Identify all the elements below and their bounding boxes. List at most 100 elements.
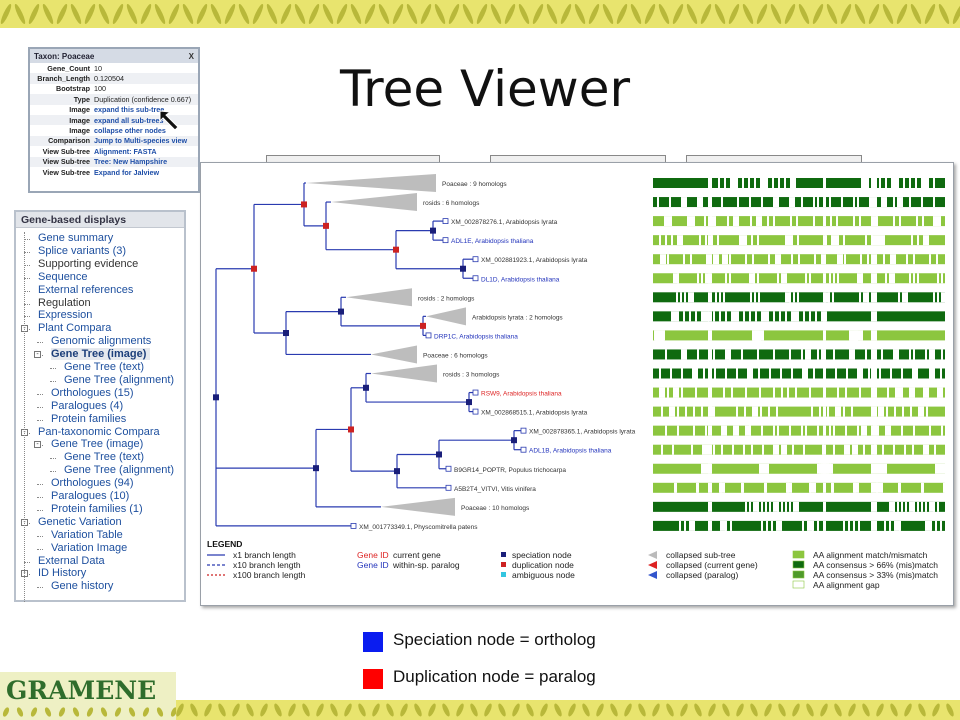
- leaf-node[interactable]: [520, 446, 527, 453]
- duplication-node[interactable]: [301, 201, 307, 208]
- tree-leaf-label[interactable]: Poaceae : 10 homologs: [461, 505, 530, 512]
- leaf-node[interactable]: [350, 522, 357, 529]
- gene-panel-item[interactable]: External Data: [38, 554, 105, 567]
- gene-panel-item[interactable]: External references: [38, 283, 134, 296]
- gene-panel-item[interactable]: Gene Tree (image): [51, 438, 144, 451]
- tree-leaf-label[interactable]: ADL1E, Arabidopsis thaliana: [451, 238, 534, 245]
- leaf-node[interactable]: [472, 275, 479, 282]
- gene-tree-image[interactable]: Poaceae : 9 homologs rosids : 6 homologsX…: [201, 163, 953, 605]
- taxon-row-link[interactable]: Tree: New Hampshire: [94, 157, 168, 167]
- speciation-node[interactable]: [213, 394, 219, 401]
- gene-panel-item[interactable]: Regulation: [38, 296, 91, 309]
- gene-panel-item[interactable]: Orthologues (15): [51, 386, 134, 399]
- tree-leaf-label[interactable]: XM_002868515.1, Arabidopsis lyrata: [481, 410, 588, 417]
- gene-panel-item[interactable]: Paralogues (10): [51, 490, 130, 502]
- gene-panel-item[interactable]: Expression: [38, 309, 93, 322]
- alignment-gap: [813, 197, 815, 208]
- alignment-gap: [759, 387, 761, 398]
- collapsed-subtree[interactable]: [371, 345, 417, 364]
- speciation-node[interactable]: [436, 451, 442, 458]
- tree-connector: [24, 290, 30, 292]
- collapsed-subtree[interactable]: [306, 174, 436, 192]
- taxon-row-link[interactable]: Expand for Jalview: [94, 167, 160, 177]
- leaf-node[interactable]: [472, 408, 479, 415]
- collapsed-subtree[interactable]: [426, 307, 466, 326]
- tree-leaf-label[interactable]: XM_001773349.1, Physcomitrella patens: [359, 524, 478, 531]
- gene-panel-item[interactable]: Supporting evidence: [38, 257, 139, 270]
- gene-panel-item[interactable]: Variation Table: [51, 528, 123, 541]
- gene-panel-item[interactable]: Protein families: [51, 412, 127, 425]
- speciation-node[interactable]: [511, 437, 517, 444]
- duplication-node[interactable]: [393, 246, 399, 253]
- collapsed-subtree[interactable]: [381, 497, 455, 516]
- gene-panel-item[interactable]: Splice variants (3): [38, 244, 127, 257]
- taxon-row-link[interactable]: expand this sub-tree: [94, 105, 165, 115]
- duplication-node[interactable]: [323, 222, 329, 229]
- close-icon[interactable]: X: [188, 51, 194, 61]
- taxon-row-link[interactable]: Alignment: FASTA: [94, 146, 157, 156]
- tree-leaf-label[interactable]: DL1D, Arabidopsis thaliana: [481, 276, 560, 283]
- alignment-gap: [705, 463, 707, 474]
- leaf-node[interactable]: [520, 427, 527, 434]
- gene-panel-item[interactable]: Protein families (1): [51, 502, 143, 515]
- speciation-node[interactable]: [460, 265, 466, 272]
- collapsed-subtree[interactable]: [331, 193, 417, 212]
- collapse-toggle-icon[interactable]: -: [34, 351, 41, 359]
- gene-panel-item[interactable]: Plant Compara: [38, 322, 112, 335]
- leaf-node[interactable]: [442, 237, 449, 244]
- tree-leaf-label[interactable]: rosids : 2 homologs: [418, 295, 475, 302]
- speciation-node[interactable]: [283, 330, 289, 337]
- gene-panel-item[interactable]: ID History: [38, 567, 87, 580]
- tree-leaf-label[interactable]: XM_002878276.1, Arabidopsis lyrata: [451, 219, 558, 226]
- collapsed-subtree[interactable]: [371, 364, 437, 383]
- gene-panel-item[interactable]: Gene Tree (image): [51, 348, 151, 361]
- leaf-node[interactable]: [445, 484, 452, 491]
- speciation-node[interactable]: [338, 308, 344, 315]
- tree-leaf-label[interactable]: Poaceae : 9 homologs: [442, 181, 507, 188]
- taxon-row-link[interactable]: Jump to Multi-species view: [94, 136, 188, 146]
- gene-panel-item[interactable]: Orthologues (94): [51, 477, 134, 490]
- duplication-node[interactable]: [348, 426, 354, 433]
- gene-panel-item[interactable]: Gene Tree (text): [64, 451, 145, 464]
- gene-panel-item[interactable]: Genomic alignments: [51, 335, 152, 348]
- tree-leaf-label[interactable]: XM_002878365.1, Arabidopsis lyrata: [529, 429, 636, 436]
- duplication-node[interactable]: [420, 322, 426, 329]
- gene-panel-item[interactable]: Pan-taxonomic Compara: [38, 425, 160, 438]
- tree-leaf-label[interactable]: B9GR14_POPTR, Populus trichocarpa: [454, 467, 566, 474]
- speciation-node[interactable]: [430, 227, 436, 234]
- collapse-toggle-icon[interactable]: -: [34, 441, 41, 449]
- tree-leaf-label[interactable]: RSW9, Arabidopsis thaliana: [481, 391, 562, 398]
- alignment-gap: [882, 444, 884, 455]
- speciation-node[interactable]: [466, 399, 472, 406]
- tree-leaf-label[interactable]: Poaceae : 6 homologs: [423, 352, 488, 359]
- tree-leaf-label[interactable]: rosids : 3 homologs: [443, 372, 500, 379]
- gene-panel-item[interactable]: Gene Tree (text): [64, 361, 145, 373]
- gene-panel-item[interactable]: Gene Tree (alignment): [64, 373, 175, 386]
- gene-panel-item[interactable]: Gene summary: [38, 232, 114, 244]
- tree-leaf-label[interactable]: XM_002881923.1, Arabidopsis lyrata: [481, 257, 588, 264]
- gene-panel-item[interactable]: Gene history: [51, 580, 114, 593]
- leaf-node[interactable]: [445, 465, 452, 472]
- gene-panel-item[interactable]: Sequence: [38, 270, 88, 283]
- speciation-node[interactable]: [363, 384, 369, 391]
- speciation-node[interactable]: [394, 468, 400, 475]
- speciation-node[interactable]: [313, 465, 319, 472]
- taxon-row-link[interactable]: collapse other nodes: [94, 126, 166, 136]
- tree-leaf-label[interactable]: A5B2T4_VITVI, Vitis vinifera: [454, 486, 536, 493]
- collapsed-subtree[interactable]: [346, 288, 412, 307]
- tree-leaf-label[interactable]: DRP1C, Arabidopsis thaliana: [434, 333, 518, 340]
- leaf-node[interactable]: [442, 218, 449, 224]
- gene-panel-item[interactable]: Gene Tree (alignment): [64, 464, 175, 477]
- taxon-row-link[interactable]: expand all sub-trees: [94, 115, 164, 125]
- leaf-node[interactable]: [472, 256, 479, 263]
- leaf-node[interactable]: [425, 332, 432, 339]
- gene-panel-item[interactable]: Paralogues (4): [51, 399, 124, 412]
- gene-panel-item[interactable]: Genetic Variation: [38, 515, 122, 528]
- tree-leaf-label[interactable]: Arabidopsis lyrata : 2 homologs: [472, 314, 563, 321]
- tree-leaf-label[interactable]: rosids : 6 homologs: [423, 200, 480, 207]
- duplication-node[interactable]: [251, 265, 257, 272]
- gene-panel-item[interactable]: Variation Image: [51, 541, 128, 554]
- alignment-gap: [708, 425, 712, 436]
- leaf-node[interactable]: [472, 389, 479, 396]
- tree-leaf-label[interactable]: ADL1B, Arabidopsis thaliana: [529, 448, 612, 455]
